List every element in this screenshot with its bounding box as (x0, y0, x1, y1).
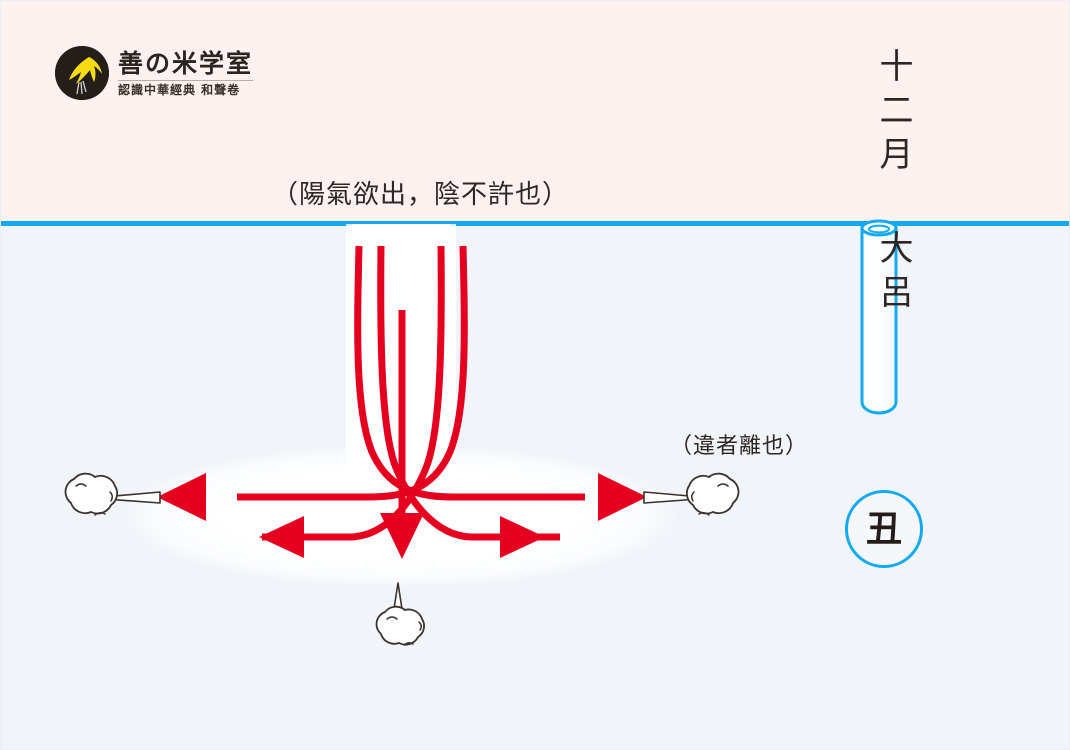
vapor-puff-left (64, 472, 161, 516)
pitch-pipe-rim-inner (868, 224, 890, 234)
pitch-pipe-body (860, 226, 898, 415)
vapor-cloud-right (686, 472, 740, 515)
logo-divider (118, 80, 254, 82)
arrowhead-far-left (157, 473, 206, 521)
vapor-cloud-left-detail (75, 483, 114, 516)
vapor-tail-left (91, 491, 161, 504)
month-label: 十二月 大呂 (873, 48, 913, 318)
caption-yang-qi: （陽氣欲出，陰不許也） (272, 180, 570, 210)
logo-title: 善の米学室 (118, 48, 254, 78)
qi-arrowheads (157, 473, 647, 559)
qi-arrow-far-left-stem (354, 245, 585, 501)
vapor-cloud-right-detail (690, 483, 729, 516)
earthly-branch-badge: 丑 (845, 490, 923, 568)
vapor-cloud-bottom (375, 605, 425, 646)
arrowhead-center-down (380, 513, 424, 559)
logo-subtitle: 認識中華經典 和聲卷 (118, 83, 241, 98)
horizon-line (0, 221, 1070, 226)
vapor-cloud-bottom-detail (386, 616, 423, 646)
dalu-pitch-pipe (860, 219, 898, 415)
logo-text-block: 善の米学室 認識中華經典 和聲卷 (118, 48, 254, 98)
earthly-branch-character: 丑 (865, 508, 902, 550)
vapor-puff-right (643, 472, 740, 516)
qi-arrow-inner-right-stem (262, 245, 445, 541)
vapor-puff-bottom (375, 582, 425, 646)
qi-arrows (237, 245, 585, 541)
vapor-cloud-left (64, 472, 118, 515)
caption-violator: （違者離也） (670, 434, 809, 459)
sky-background (0, 0, 1070, 224)
brand-logo: 善の米学室 認識中華經典 和聲卷 (55, 46, 254, 100)
arrowhead-far-right (598, 473, 647, 521)
qi-arrow-far-right-stem (237, 245, 468, 501)
arrowhead-inner-left (259, 516, 304, 558)
vapor-tail-right (643, 491, 713, 504)
qi-arrow-inner-left-stem (377, 245, 560, 541)
bird-emblem-icon (55, 46, 109, 100)
arrowhead-inner-right (500, 516, 545, 558)
